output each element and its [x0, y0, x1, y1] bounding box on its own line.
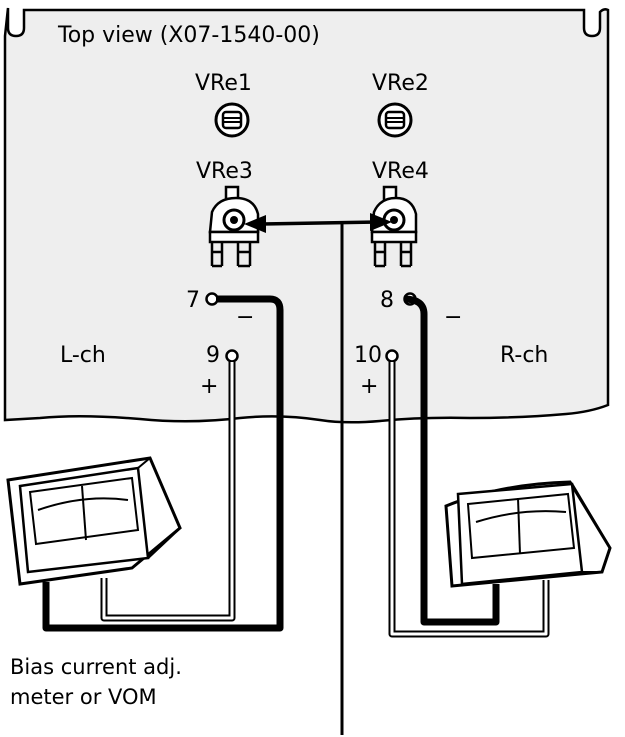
terminal-9-polarity: +	[200, 374, 218, 399]
vre3-label: VRe3	[196, 159, 253, 184]
vre4-label: VRe4	[372, 159, 429, 184]
right-meter-icon	[444, 480, 612, 588]
terminal-7-polarity: −	[236, 305, 254, 330]
vre2-label: VRe2	[372, 71, 429, 96]
vre3-trimmer-icon[interactable]	[208, 185, 260, 268]
right-channel-label: R-ch	[500, 343, 548, 368]
terminal-8-polarity: −	[444, 305, 462, 330]
right-meter-leads	[388, 295, 550, 638]
vre1-trimmer-icon[interactable]	[214, 102, 250, 138]
terminal-7-label: 7	[186, 288, 200, 313]
callout-leader	[244, 213, 392, 735]
vre2-trimmer-icon[interactable]	[377, 102, 413, 138]
left-channel-label: L-ch	[60, 343, 106, 368]
caption-line-2: meter or VOM	[10, 685, 157, 709]
board-title: Top view (X07-1540-00)	[57, 23, 320, 48]
terminal-9-label: 9	[206, 343, 220, 368]
terminal-8-label: 8	[380, 288, 394, 313]
terminal-10-polarity: +	[360, 374, 378, 399]
terminal-10-label: 10	[354, 343, 382, 368]
vre1-label: VRe1	[195, 71, 252, 96]
left-meter-leads	[42, 295, 284, 632]
terminal-7[interactable]	[205, 292, 219, 306]
terminal-9[interactable]	[225, 349, 239, 363]
pc-board-outline	[3, 7, 610, 424]
left-meter-icon	[6, 456, 182, 586]
caption-line-1: Bias current adj.	[10, 655, 182, 679]
terminal-10[interactable]	[385, 349, 399, 363]
